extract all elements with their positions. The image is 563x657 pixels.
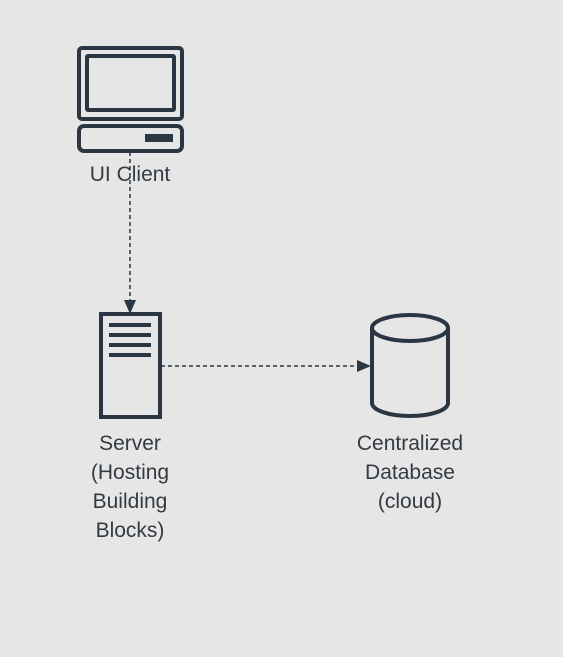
database-label-line: (cloud) [377,490,443,513]
database-label-line: Database [365,461,455,484]
server-label-line: Building [92,490,168,513]
server-tower-icon [99,312,162,419]
ui-client-label: UI Client [55,160,205,189]
server-label-line: (Hosting [90,461,170,484]
database-label: Centralized Database (cloud) [330,429,490,516]
database-cylinder-icon [370,313,450,418]
server-label: Server (Hosting Building Blocks) [55,429,205,545]
database-label-line: Centralized [356,432,464,455]
monitor-icon [77,46,184,153]
ui-client-label-text: UI Client [89,163,171,186]
server-label-line: Blocks) [95,519,165,542]
server-label-line: Server [99,432,161,455]
